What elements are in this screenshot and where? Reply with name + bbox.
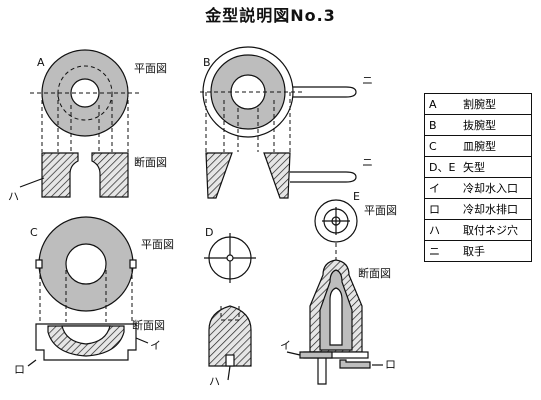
legend-row: B 抜腕型 (424, 114, 532, 136)
mold-a-section-right (91, 152, 129, 198)
mold-e: E 平面図 断面図 イ ロ (280, 190, 397, 385)
legend-text: 矢型 (463, 161, 485, 174)
label-e-i: イ (280, 339, 291, 352)
legend-key: ロ (429, 203, 440, 216)
label-e-section: 断面図 (358, 266, 391, 280)
mold-b-handle-top (293, 86, 357, 98)
label-c-plan: 平面図 (141, 238, 174, 251)
label-a-ha: ハ (8, 190, 19, 203)
label-d-ha: ハ (209, 375, 220, 388)
legend-row: C 皿腕型 (424, 135, 532, 157)
label-e-plan: 平面図 (364, 204, 397, 217)
legend-key: イ (429, 182, 440, 195)
label-e: E (353, 190, 360, 203)
label-a-plan: 平面図 (134, 62, 167, 75)
label-d: D (205, 226, 213, 239)
label-a-section: 断面図 (134, 155, 167, 169)
legend-row: D、E 矢型 (424, 156, 532, 178)
mold-b-handle-bottom (290, 171, 357, 183)
cooling-inlet-pipe (299, 351, 333, 359)
legend-row: ハ 取付ネジ穴 (424, 219, 532, 241)
mold-c-plan-inner-circle (65, 243, 107, 285)
label-c-ro: ロ (14, 363, 25, 376)
legend-table: A 割腕型 B 抜腕型 C 皿腕型 D、E 矢型イ 冷却水入口ロ 冷却水排口ハ 取付ネジ穴ニ 取手 (424, 93, 532, 262)
mold-a-section-left (41, 152, 79, 198)
legend-text: 冷却水入口 (463, 182, 518, 195)
label-c-section: 断面図 (132, 318, 165, 332)
mold-b: B ニ ニ (200, 46, 373, 199)
legend-text: 割腕型 (463, 98, 496, 111)
diagram-title: 金型説明図No.3 (205, 6, 336, 25)
label-c: C (30, 226, 38, 239)
legend-key: ハ (429, 224, 440, 237)
legend-text: 皿腕型 (463, 140, 496, 153)
label-c-i: イ (150, 339, 161, 352)
legend-text: 取手 (463, 245, 485, 258)
legend-row: ニ 取手 (425, 241, 532, 262)
legend-row: A 割腕型 (424, 93, 532, 115)
mold-b-section-right (263, 152, 291, 199)
label-b: B (203, 56, 211, 69)
legend-text: 冷却水排口 (463, 203, 518, 216)
mold-d-section (208, 305, 252, 367)
legend-text: 取付ネジ穴 (463, 224, 518, 237)
label-a: A (37, 56, 45, 69)
label-e-ro: ロ (385, 358, 396, 371)
mold-a: A 平面図 断面図 ハ (8, 49, 167, 203)
label-b-ni-top: ニ (362, 74, 373, 87)
legend-row: イ 冷却水入口 (424, 177, 532, 199)
legend-key: C (429, 140, 437, 153)
mold-c: C 平面図 断面図 イ ロ (14, 216, 174, 376)
legend-key: ニ (429, 245, 440, 258)
legend-key: A (429, 98, 437, 111)
mold-d: D ハ (204, 226, 256, 388)
legend-text: 抜腕型 (463, 119, 496, 132)
legend-key: B (429, 119, 437, 132)
legend-key: D、E (429, 161, 456, 174)
cooling-outlet-pipe (339, 359, 371, 369)
mold-b-section-left (205, 152, 233, 199)
label-b-ni-bottom: ニ (362, 156, 373, 169)
legend-row: ロ 冷却水排口 (424, 198, 532, 220)
mold-a-plan-inner-hole (70, 78, 100, 108)
